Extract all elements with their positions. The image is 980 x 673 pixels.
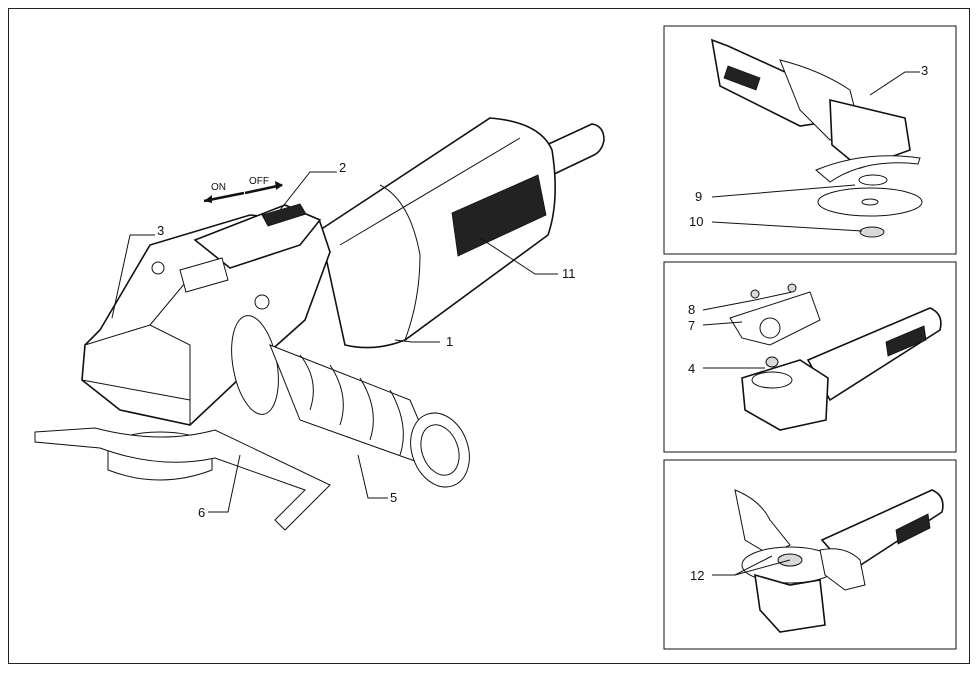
switch-off-label: OFF bbox=[249, 176, 269, 187]
main-callout-lines bbox=[111, 171, 558, 513]
panel-middle-callout-7: 7 bbox=[688, 318, 695, 333]
panel-bottom-illustration bbox=[734, 489, 944, 633]
panel-middle-callouts bbox=[702, 291, 793, 369]
panel-top-frame bbox=[663, 25, 957, 255]
switch-on-label: ON bbox=[211, 182, 226, 193]
callout-1: 1 bbox=[446, 334, 453, 349]
panel-top-callout-10: 10 bbox=[689, 214, 703, 229]
panel-middle-callout-4: 4 bbox=[688, 361, 695, 376]
callout-5: 5 bbox=[390, 490, 397, 505]
panel-top-callout-3: 3 bbox=[921, 63, 928, 78]
panel-bottom-callouts bbox=[712, 555, 791, 576]
callout-11: 11 bbox=[562, 266, 576, 281]
callout-6: 6 bbox=[198, 505, 205, 520]
panel-top-illustration bbox=[710, 38, 923, 238]
callout-2: 2 bbox=[339, 160, 346, 175]
panel-bottom-frame bbox=[663, 459, 957, 650]
main-grinder-illustration bbox=[34, 117, 605, 531]
figure-frame bbox=[8, 8, 970, 664]
panel-top-callout-9: 9 bbox=[695, 189, 702, 204]
callout-3: 3 bbox=[157, 223, 164, 238]
panel-middle-illustration bbox=[729, 283, 942, 431]
switch-direction-arrows bbox=[203, 181, 283, 203]
panel-bottom-callout-12: 12 bbox=[690, 568, 704, 583]
panel-middle-callout-8: 8 bbox=[688, 302, 695, 317]
panel-middle-frame bbox=[663, 261, 957, 453]
panel-top-callouts bbox=[711, 71, 920, 232]
